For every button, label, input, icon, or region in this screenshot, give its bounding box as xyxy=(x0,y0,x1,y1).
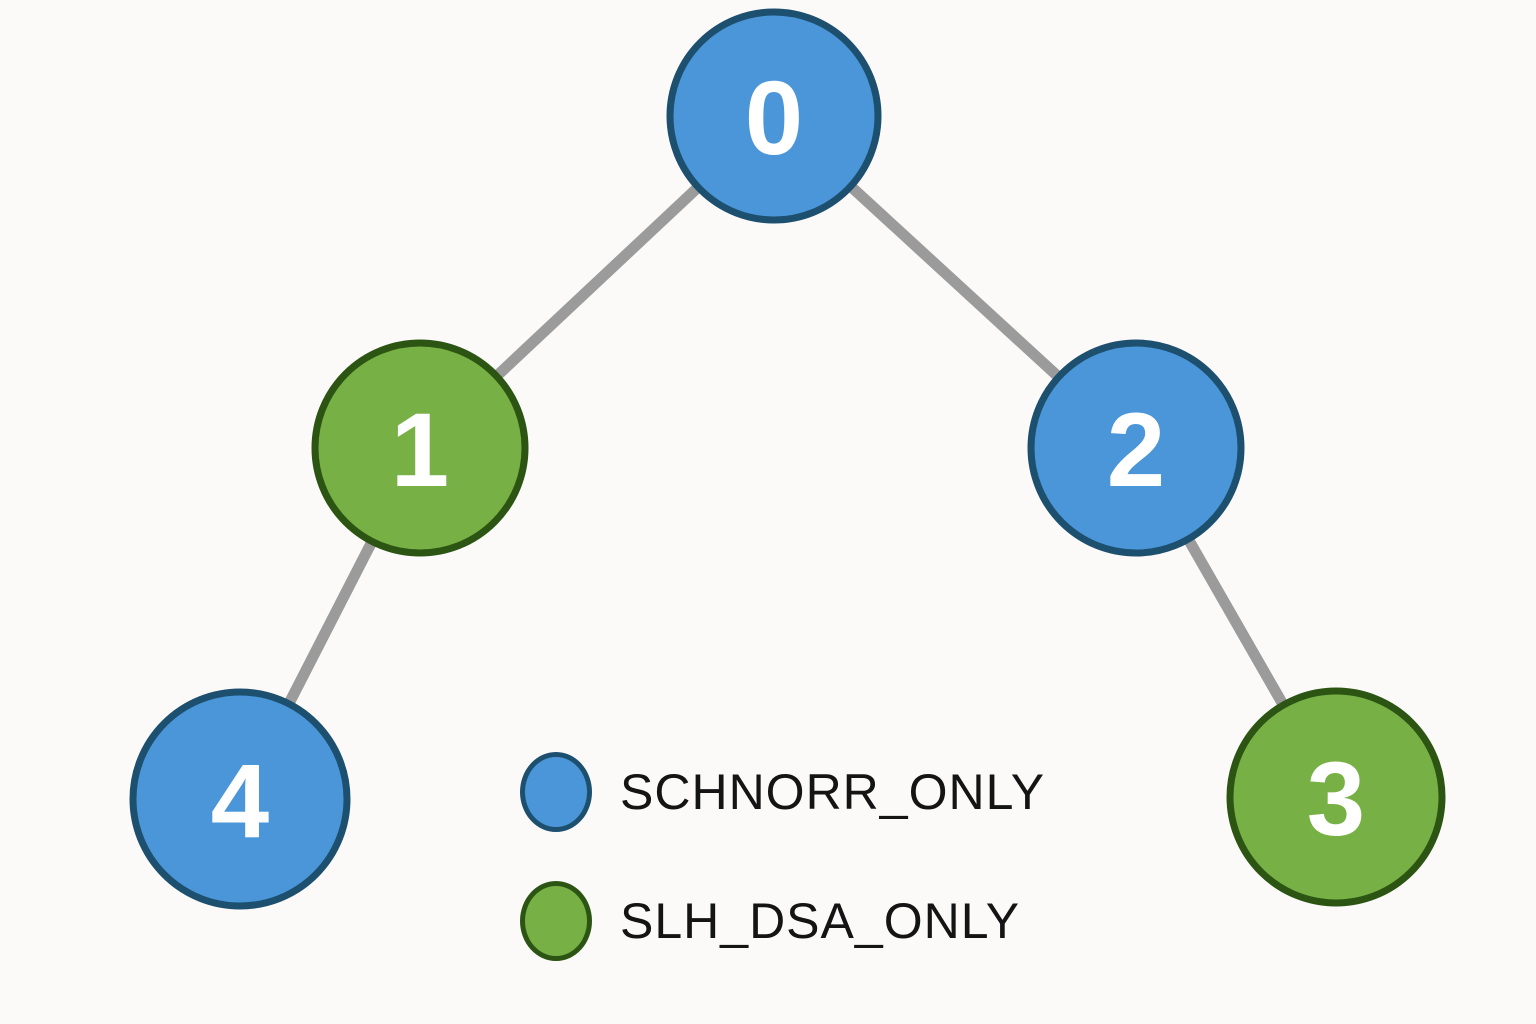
legend: SCHNORR_ONLY SLH_DSA_ONLY xyxy=(520,750,1045,963)
node-3-label: 3 xyxy=(1307,741,1365,858)
node-0-label: 0 xyxy=(745,60,803,177)
node-2-circle xyxy=(1027,339,1245,557)
node-2-label: 2 xyxy=(1107,392,1165,509)
legend-item-schnorr-only: SCHNORR_ONLY xyxy=(520,750,1045,834)
node-4-circle xyxy=(129,688,351,910)
node-1-circle xyxy=(311,339,529,557)
node-0-circle xyxy=(666,8,882,224)
legend-item-slh-dsa-only: SLH_DSA_ONLY xyxy=(520,879,1045,963)
legend-label: SCHNORR_ONLY xyxy=(620,764,1046,820)
legend-swatch-schnorr-only xyxy=(520,752,592,832)
legend-swatch-slh-dsa-only xyxy=(520,881,592,961)
node-4-label: 4 xyxy=(211,743,269,860)
node-1-label: 1 xyxy=(391,392,449,509)
legend-label: SLH_DSA_ONLY xyxy=(620,893,1021,949)
node-3-circle xyxy=(1226,687,1446,907)
